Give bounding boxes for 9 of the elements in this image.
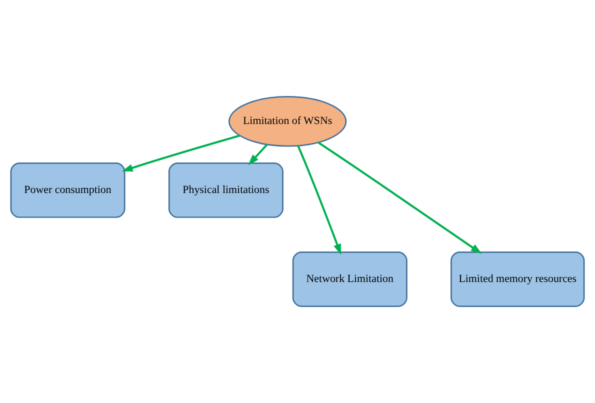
node-box: Physical limitations [168,162,284,218]
arrow [248,144,268,166]
node-ellipse: Limitation of WSNs [228,96,347,147]
node-box: Network Limitation [292,251,408,307]
node-box: Limited memory resources [450,251,585,307]
arrow [318,142,482,254]
node-box: Power consumption [10,162,126,218]
arrow [122,134,240,172]
arrow [297,145,342,255]
